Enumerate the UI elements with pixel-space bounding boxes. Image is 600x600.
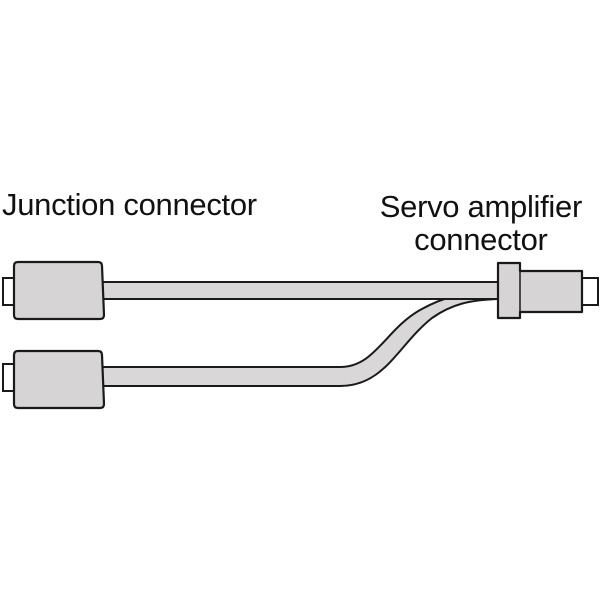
servo-connector-body: [496, 261, 584, 320]
servo-amplifier-connector-label: Servo amplifier connector: [379, 189, 583, 257]
servo-amplifier-label-line2: connector: [414, 222, 548, 257]
lower-cable: [99, 290, 499, 387]
lower-junction-connector: [2, 349, 106, 410]
upper-junction-connector: [2, 260, 106, 321]
upper-connector-body: [12, 260, 106, 321]
servo-amplifier-label-line1: Servo amplifier: [379, 189, 583, 224]
lower-connector-body: [12, 349, 106, 410]
junction-connector-label: Junction connector: [2, 187, 257, 222]
servo-amplifier-connector: [496, 261, 599, 320]
upper-cable: [99, 281, 499, 300]
